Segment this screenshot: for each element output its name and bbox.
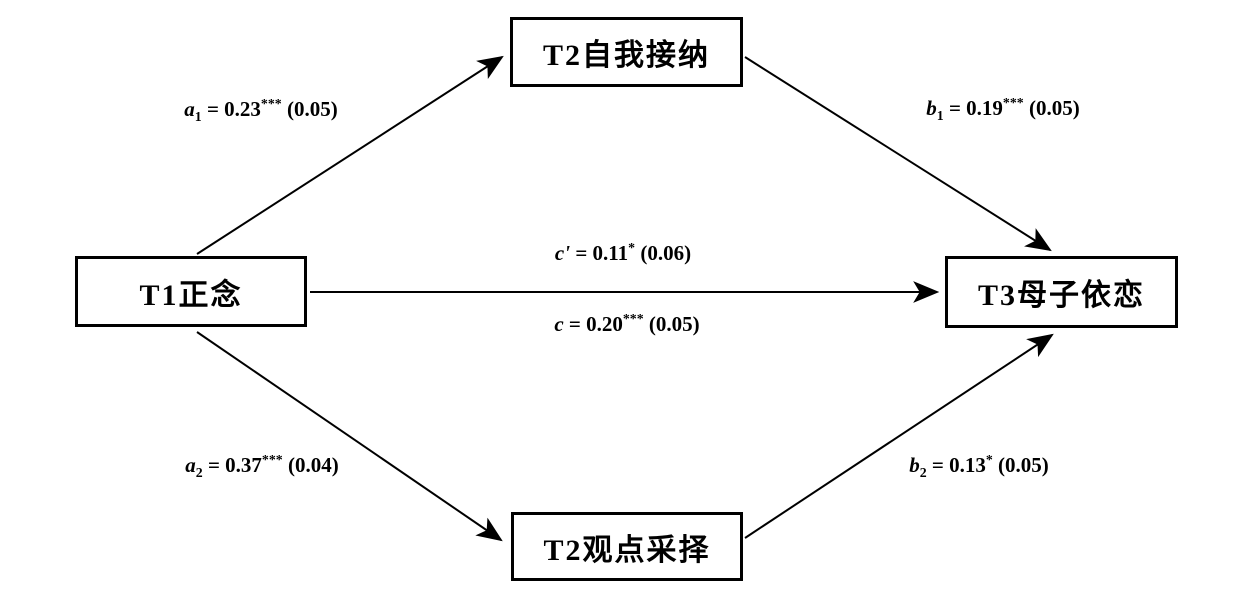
- standard-error: (0.05): [643, 312, 700, 336]
- path-arrow-b1: [744, 56, 1052, 252]
- path-label-a1: a1 = 0.23*** (0.05): [184, 96, 337, 125]
- significance-stars: *: [985, 452, 993, 467]
- node-t3-mother-child-attachment: T3母子依恋: [945, 256, 1178, 328]
- coef-value: = 0.37: [202, 453, 262, 477]
- coef-subscript: 1: [194, 109, 202, 125]
- path-label-b2: b2 = 0.13* (0.05): [909, 452, 1049, 481]
- coef-value: = 0.20: [563, 312, 623, 336]
- path-label-a2: a2 = 0.37*** (0.04): [185, 452, 338, 481]
- path-arrow-a2: [196, 331, 503, 542]
- coef-value: = 0.13: [926, 453, 986, 477]
- node-t1-mindfulness: T1正念: [75, 256, 307, 327]
- significance-stars: ***: [622, 311, 644, 326]
- coef-subscript: 2: [919, 465, 927, 481]
- coef-value: = 0.23: [201, 97, 261, 121]
- path-arrow-a1: [196, 55, 504, 255]
- standard-error: (0.06): [635, 241, 692, 265]
- significance-stars: ***: [261, 452, 283, 467]
- coef-value: = 0.19: [943, 96, 1003, 120]
- node-t2-self-acceptance: T2自我接纳: [510, 17, 743, 87]
- coef-value: = 0.11: [570, 241, 629, 265]
- coef-symbol: a: [184, 97, 195, 121]
- node-label: T3母子依恋: [977, 279, 1145, 312]
- path-arrow-b2: [744, 333, 1054, 539]
- path-label-c-total: c = 0.20*** (0.05): [554, 311, 699, 340]
- coef-subscript: 2: [195, 465, 203, 481]
- coef-symbol: b: [926, 96, 937, 120]
- coef-subscript: 1: [936, 108, 944, 124]
- node-label: T2自我接纳: [542, 39, 710, 72]
- significance-stars: ***: [1002, 95, 1024, 110]
- standard-error: (0.05): [1023, 96, 1080, 120]
- node-label: T2观点采择: [543, 533, 711, 567]
- significance-stars: ***: [260, 96, 282, 111]
- standard-error: (0.05): [992, 453, 1049, 477]
- coef-symbol: c: [554, 312, 564, 336]
- coef-symbol: c': [554, 241, 571, 265]
- coef-symbol: b: [909, 453, 920, 477]
- significance-stars: *: [628, 240, 636, 255]
- standard-error: (0.05): [281, 97, 338, 121]
- node-label: T1正念: [139, 278, 243, 312]
- coef-symbol: a: [185, 453, 196, 477]
- path-label-c-prime: c' = 0.11* (0.06): [555, 240, 691, 269]
- standard-error: (0.04): [282, 453, 339, 477]
- node-t2-perspective-taking: T2观点采择: [511, 512, 743, 581]
- path-label-b1: b1 = 0.19*** (0.05): [926, 95, 1079, 124]
